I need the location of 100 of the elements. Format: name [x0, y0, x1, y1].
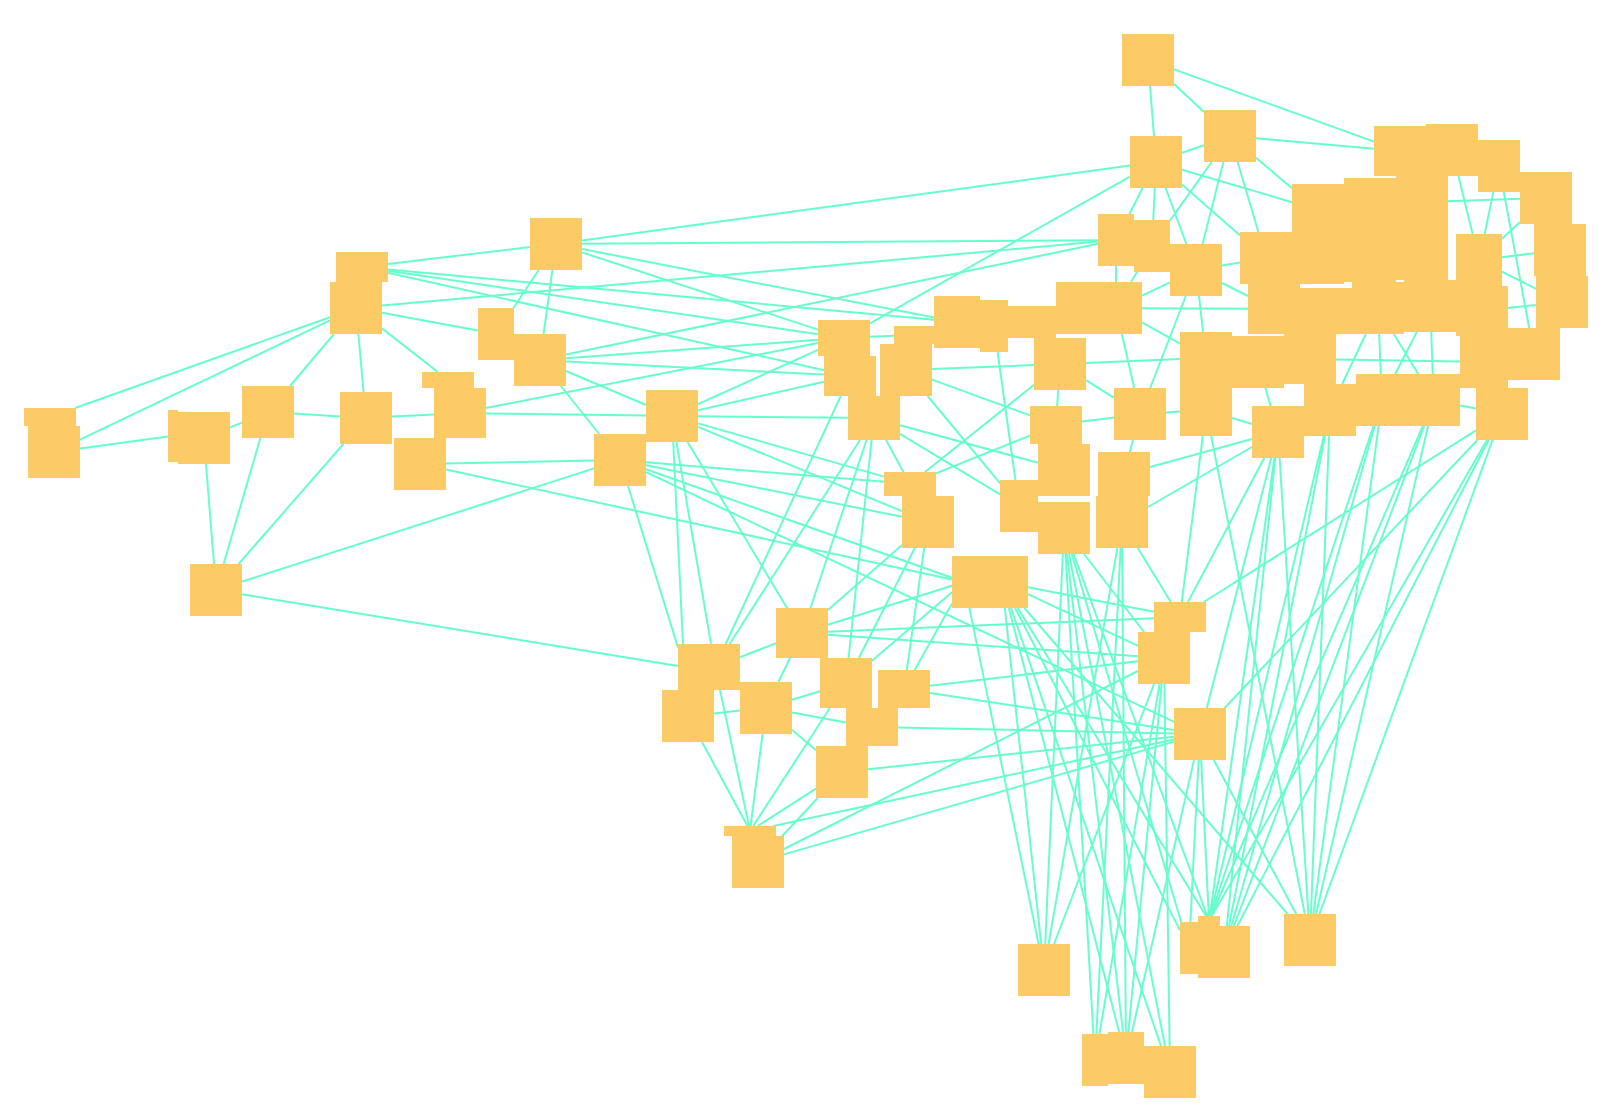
connector-line — [1068, 553, 1166, 1047]
connector-line — [791, 690, 821, 701]
connector-line — [581, 248, 935, 319]
connector-line — [1310, 435, 1330, 915]
network-node — [646, 390, 698, 442]
connector-line — [1430, 331, 1434, 375]
connector-line — [869, 175, 1131, 325]
connector-line — [1378, 333, 1382, 375]
connector-line — [1163, 683, 1171, 1047]
connector-line — [1181, 144, 1205, 154]
network-node — [816, 746, 868, 798]
network-node — [1098, 214, 1134, 266]
connector-line — [1016, 607, 1207, 917]
connector-line — [1098, 683, 1161, 1035]
network-node — [1144, 1046, 1196, 1098]
connector-line — [1180, 435, 1204, 603]
connector-line — [783, 670, 1139, 850]
connector-line — [697, 415, 849, 419]
network-node — [1034, 338, 1086, 390]
connector-line — [1023, 607, 1289, 915]
connector-line — [672, 441, 684, 645]
connector-line — [1164, 187, 1188, 245]
connector-line — [1264, 387, 1272, 407]
connector-line — [381, 311, 479, 332]
connector-line — [1202, 429, 1477, 603]
connector-line — [1173, 83, 1205, 113]
connector-line — [1236, 161, 1260, 233]
connector-line — [79, 319, 331, 441]
connector-line — [827, 617, 1155, 633]
connector-line — [581, 251, 819, 331]
connector-line — [1318, 439, 1494, 915]
network-node — [1174, 708, 1226, 760]
connector-line — [237, 443, 345, 565]
network-node — [24, 408, 76, 426]
connector-line — [777, 657, 791, 683]
connector-line — [1010, 607, 1162, 1047]
network-node — [776, 608, 828, 658]
connector-line — [1169, 161, 1213, 222]
network-node — [1508, 328, 1560, 380]
network-node — [1082, 1034, 1108, 1086]
connector-line — [924, 383, 1035, 473]
network-node — [934, 296, 980, 348]
network-node — [1090, 282, 1142, 334]
connector-line — [1457, 175, 1474, 235]
connector-line — [1212, 759, 1298, 915]
connector-line — [1131, 759, 1195, 1033]
connector-line — [229, 421, 243, 429]
connector-line — [1115, 265, 1117, 283]
connector-line — [869, 334, 895, 338]
network-node — [340, 392, 392, 444]
connector-line — [1047, 547, 1119, 945]
connector-line — [827, 633, 1139, 658]
connector-line — [1066, 553, 1124, 1033]
connector-line — [1181, 168, 1293, 204]
connector-line — [205, 463, 215, 565]
network-node — [878, 670, 930, 708]
connector-line — [1189, 759, 1200, 923]
connector-line — [1083, 553, 1145, 633]
connector-line — [1210, 435, 1306, 915]
connector-line — [1223, 439, 1479, 709]
connector-line — [931, 378, 1031, 417]
connector-line — [1152, 187, 1156, 221]
connector-line — [1141, 281, 1171, 297]
connector-line — [1225, 457, 1277, 927]
connector-line — [387, 246, 531, 265]
connector-line — [1149, 438, 1253, 468]
connector-line — [542, 269, 554, 335]
connector-line — [1147, 446, 1253, 508]
connector-line — [847, 439, 873, 659]
connector-line — [827, 584, 953, 626]
connector-line — [791, 728, 817, 752]
connector-line — [931, 364, 1035, 370]
connector-line — [867, 735, 1175, 771]
connector-line — [791, 711, 847, 724]
network-node — [168, 410, 178, 462]
connector-line — [1014, 607, 1181, 932]
connector-line — [1209, 435, 1325, 917]
connector-line — [1141, 321, 1181, 345]
connector-line — [968, 607, 1040, 945]
network-node — [434, 388, 486, 438]
connector-line — [719, 689, 750, 827]
connector-line — [1027, 586, 1155, 613]
network-node — [394, 438, 446, 490]
connector-line — [809, 439, 868, 609]
connector-line — [485, 412, 647, 417]
connector-line — [1228, 435, 1326, 927]
connector-line — [857, 547, 916, 659]
connector-line — [897, 726, 1175, 735]
connector-line — [1003, 607, 1043, 945]
connector-line — [899, 424, 1039, 464]
connector-line — [871, 591, 953, 662]
network-node — [880, 344, 932, 396]
connector-line — [697, 380, 825, 412]
network-node — [1520, 172, 1572, 224]
network-node — [740, 682, 792, 734]
connector-line — [752, 707, 831, 827]
network-node — [1018, 944, 1070, 996]
connector-line — [445, 459, 595, 465]
connector-line — [1507, 304, 1537, 309]
connector-line — [1053, 683, 1155, 945]
